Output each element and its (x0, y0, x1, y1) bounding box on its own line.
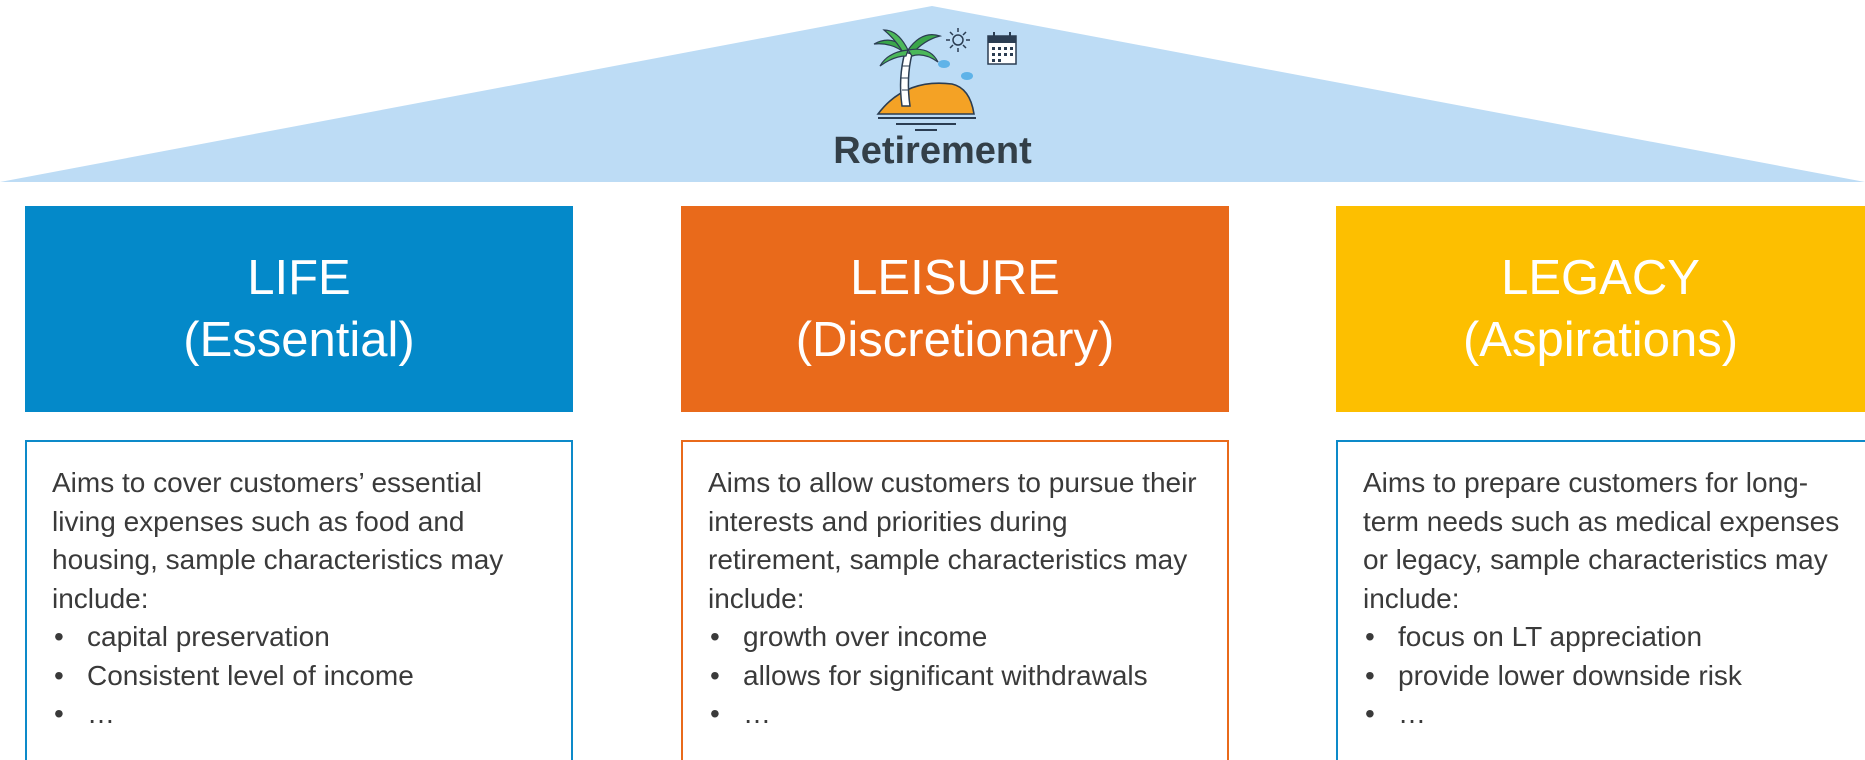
bullet: • (1365, 698, 1375, 729)
sun-icon (946, 28, 970, 52)
life-pillar-header: LIFE (Essential) (25, 206, 573, 412)
bullet: • (54, 659, 64, 691)
life-title: LIFE (247, 251, 351, 305)
calendar-icon (987, 32, 1017, 65)
leisure-pillar-header: LEISURE (Discretionary) (681, 206, 1229, 412)
bullet: • (710, 659, 720, 691)
legacy-subtitle: (Aspirations) (1462, 313, 1739, 367)
list-item: •provide lower downside risk (1363, 657, 1841, 696)
legacy-description: Aims to prepare customers for long-term … (1363, 467, 1840, 614)
legacy-description-box: Aims to prepare customers for long-term … (1336, 440, 1865, 760)
leisure-subtitle: (Discretionary) (795, 313, 1115, 367)
bullet: • (710, 698, 720, 729)
bullet: • (1365, 659, 1375, 691)
bullet: • (1365, 621, 1375, 652)
legacy-characteristics-list: •focus on LT appreciation •provide lower… (1363, 618, 1841, 734)
cloud-icon (938, 60, 973, 80)
legacy-title: LEGACY (1501, 251, 1700, 305)
list-item: •allows for significant withdrawals (708, 657, 1203, 696)
list-item: •focus on LT appreciation (1363, 618, 1841, 657)
bullet: • (54, 621, 64, 652)
life-description-box: Aims to cover customers’ essential livin… (25, 440, 573, 760)
list-item: •… (708, 695, 1203, 734)
bullet: • (54, 698, 64, 729)
list-item: •… (1363, 695, 1841, 734)
roof-title: Retirement (833, 130, 1032, 172)
life-description: Aims to cover customers’ essential livin… (52, 467, 504, 614)
list-item: •Consistent level of income (52, 657, 547, 696)
palm-tree-island-icon (873, 29, 976, 131)
life-characteristics-list: •capital preservation •Consistent level … (52, 618, 547, 734)
legacy-pillar-header: LEGACY (Aspirations) (1336, 206, 1865, 412)
leisure-description-box: Aims to allow customers to pursue their … (681, 440, 1229, 760)
leisure-description: Aims to allow customers to pursue their … (708, 467, 1197, 614)
bullet: • (710, 621, 720, 652)
life-subtitle: (Essential) (183, 313, 415, 367)
list-item: •capital preservation (52, 618, 547, 657)
leisure-characteristics-list: •growth over income •allows for signific… (708, 618, 1203, 734)
list-item: •… (52, 695, 547, 734)
leisure-title: LEISURE (850, 251, 1060, 305)
retirement-roof (0, 6, 1865, 182)
list-item: •growth over income (708, 618, 1203, 657)
